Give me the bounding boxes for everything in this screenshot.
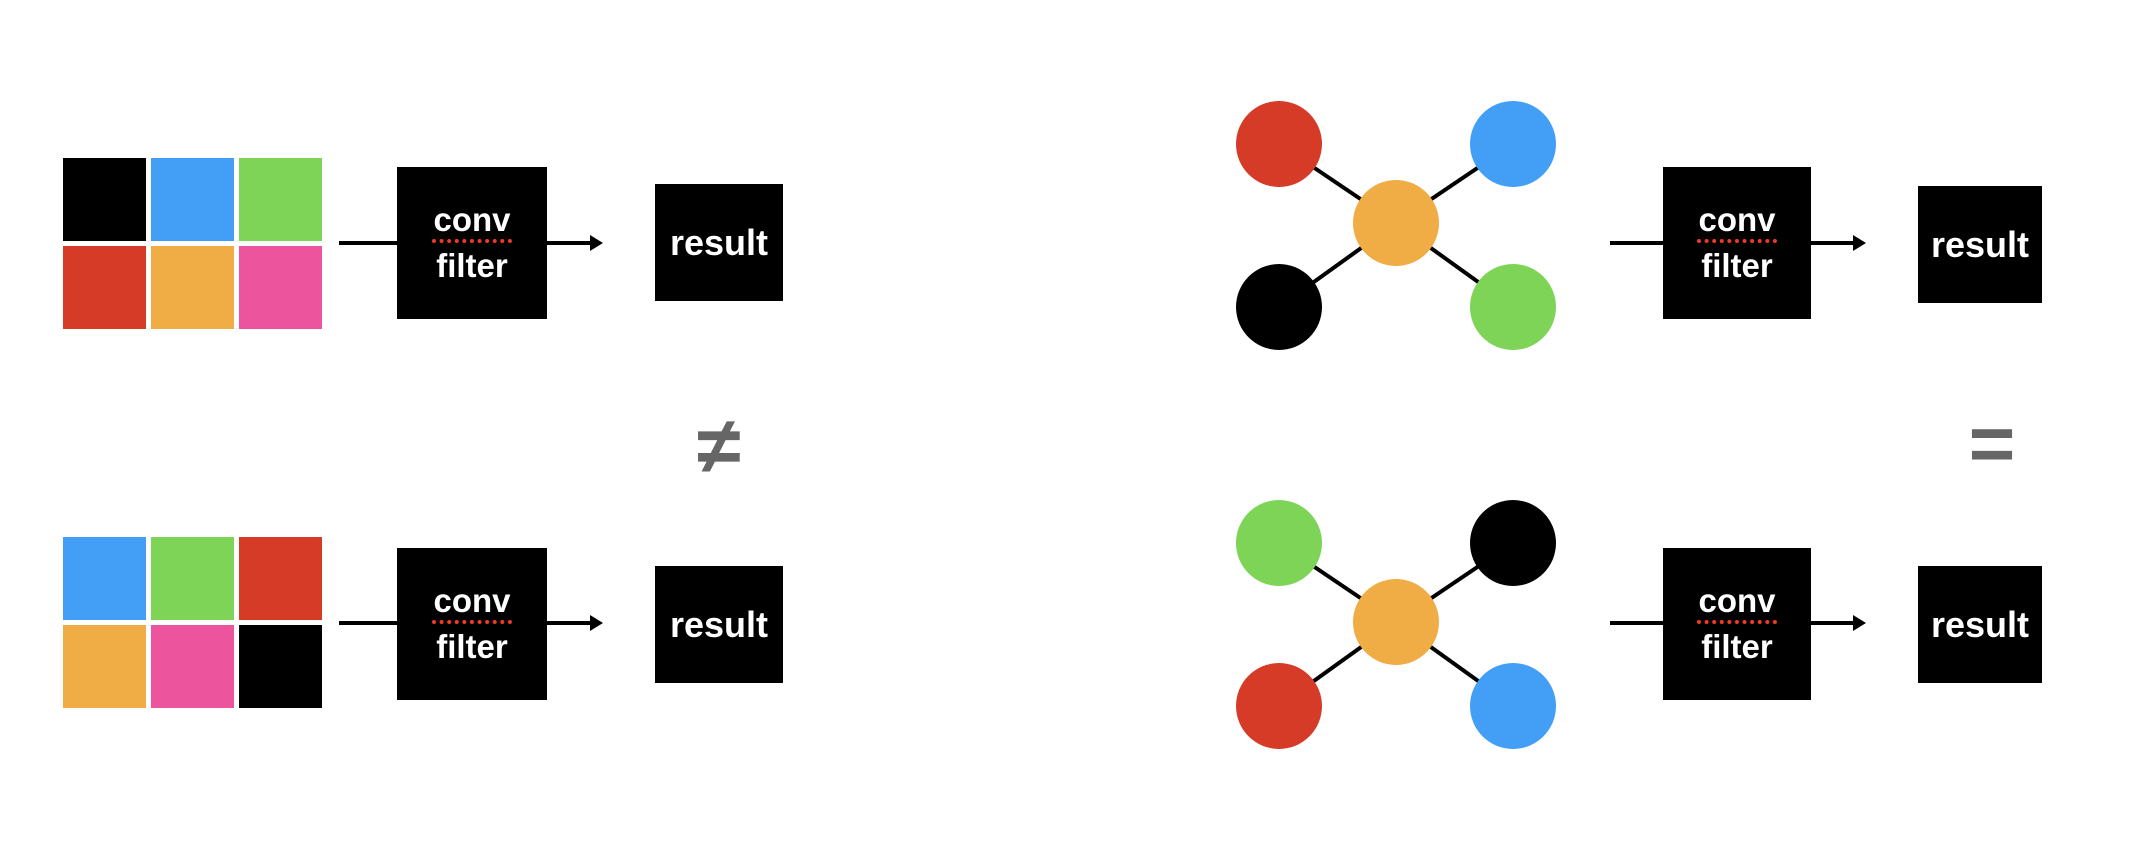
graph-node-top-right-blue <box>1470 101 1556 187</box>
arrowhead-icon <box>590 615 603 631</box>
connector-line <box>1610 621 1663 625</box>
grid-tile-orange <box>151 246 234 329</box>
result-label: result <box>669 221 769 263</box>
not-equal-operator: ≠ <box>697 401 741 490</box>
grid-tile-green <box>239 158 322 241</box>
result-box: result <box>655 184 783 301</box>
arrow-line <box>547 241 591 245</box>
grid-tile-black <box>63 158 146 241</box>
arrowhead-icon <box>1853 615 1866 631</box>
result-label: result <box>669 603 769 645</box>
graph-node-center-orange <box>1353 180 1439 266</box>
graph-original <box>1236 101 1556 350</box>
graph-node-top-left-green <box>1236 500 1322 586</box>
conv-label: conv <box>432 582 512 624</box>
result-box: result <box>1918 186 2042 303</box>
conv-filter-box: conv filter <box>397 167 547 319</box>
conv-filter-box: conv filter <box>1663 167 1811 319</box>
result-box: result <box>655 566 783 683</box>
graph-node-center-orange <box>1353 579 1439 665</box>
grid-tile-blue <box>151 158 234 241</box>
connector-line <box>339 241 397 245</box>
grid-tile-pink <box>239 246 322 329</box>
equal-operator: = <box>1968 399 2016 488</box>
graph-node-bottom-left-black <box>1236 264 1322 350</box>
graph-node-top-left-red <box>1236 101 1322 187</box>
grid-tile-red <box>63 246 146 329</box>
result-label: result <box>1930 223 2030 265</box>
conv-label: conv <box>1697 582 1777 624</box>
conv-filter-box: conv filter <box>397 548 547 700</box>
pixel-grid-original <box>63 158 322 329</box>
graph-node-bottom-left-red <box>1236 663 1322 749</box>
filter-label: filter <box>1701 247 1773 284</box>
grid-tile-red <box>239 537 322 620</box>
pixel-grid-permuted <box>63 537 322 708</box>
grid-tile-green <box>151 537 234 620</box>
graph-node-top-right-black <box>1470 500 1556 586</box>
grid-tile-pink <box>151 625 234 708</box>
connector-line <box>1610 241 1663 245</box>
filter-label: filter <box>436 247 508 284</box>
graph-node-bottom-right-blue <box>1470 663 1556 749</box>
graph-permuted <box>1236 500 1556 749</box>
grid-tile-orange <box>63 625 146 708</box>
conv-filter-box: conv filter <box>1663 548 1811 700</box>
filter-label: filter <box>1701 628 1773 665</box>
arrowhead-icon <box>1853 235 1866 251</box>
result-label: result <box>1930 603 2030 645</box>
connector-line <box>339 621 397 625</box>
grid-tile-black <box>239 625 322 708</box>
conv-label: conv <box>432 201 512 243</box>
arrowhead-icon <box>590 235 603 251</box>
conv-label: conv <box>1697 201 1777 243</box>
grid-tile-blue <box>63 537 146 620</box>
graph-node-bottom-right-green <box>1470 264 1556 350</box>
arrow-line <box>1811 241 1854 245</box>
result-box: result <box>1918 566 2042 683</box>
arrow-line <box>1811 621 1854 625</box>
filter-label: filter <box>436 628 508 665</box>
arrow-line <box>547 621 591 625</box>
